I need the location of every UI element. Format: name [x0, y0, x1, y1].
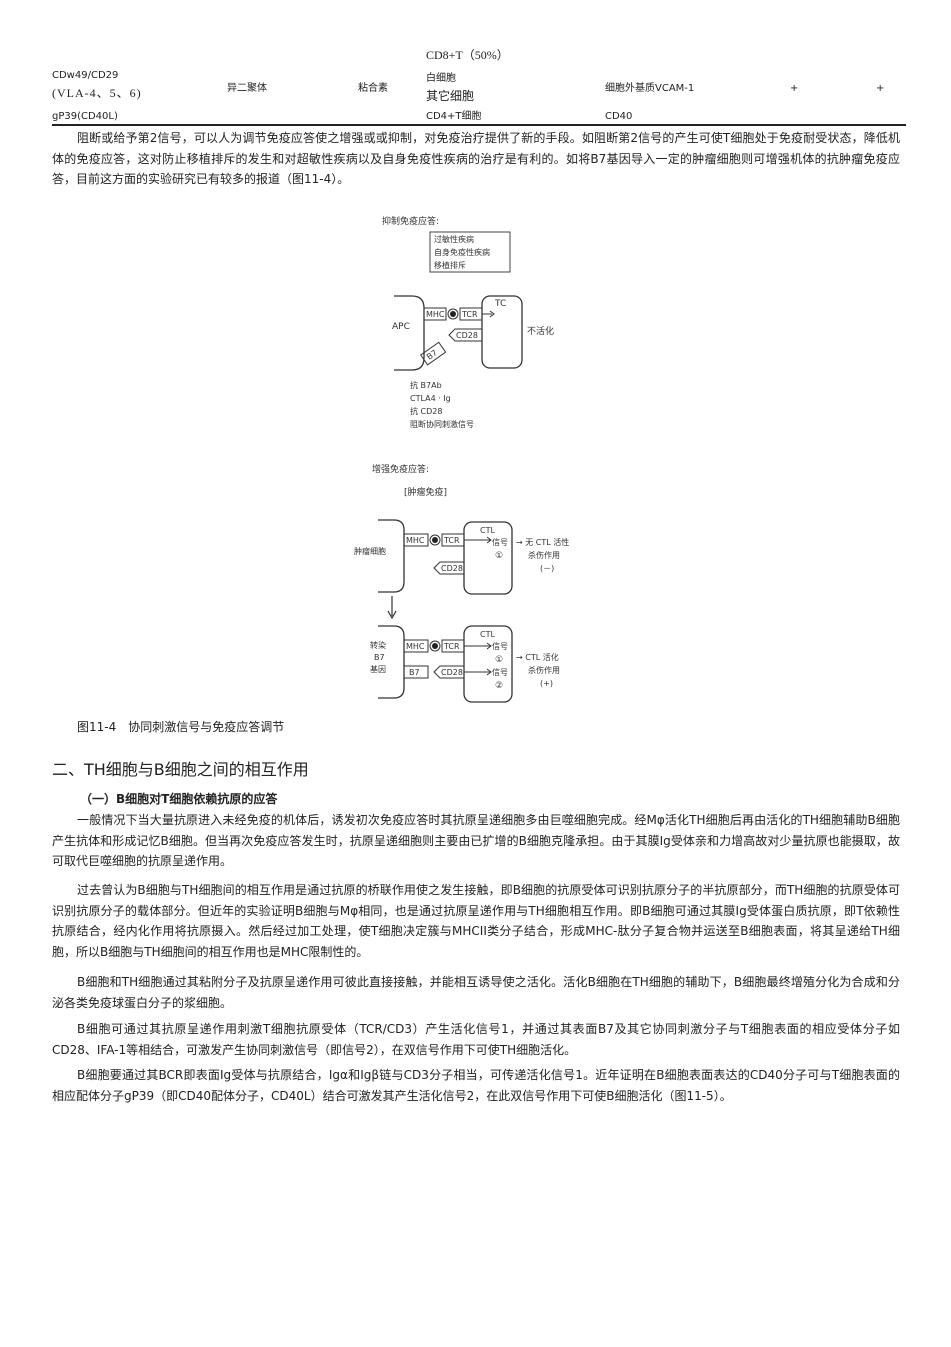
signal-label: 信号 [492, 667, 508, 677]
subsection-title: （一）B细胞对T细胞依赖抗原的应答 [80, 792, 278, 806]
table-cell-distribution-cd4: CD4+T细胞 [426, 111, 482, 122]
table-cell-molecule-gp39: gP39(CD40L) [52, 111, 118, 122]
no-ctl-label: → 无 CTL 活性 [516, 537, 569, 547]
cd28-receptor [433, 561, 465, 575]
tcr-label: TCR [461, 310, 478, 319]
ctl-cell-outline [463, 625, 513, 703]
no-ctl-label: 杀伤作用 [528, 550, 560, 560]
mhc-box [423, 307, 447, 321]
ctl-label: CTL [480, 630, 495, 639]
no-ctl-label: (－) [540, 564, 554, 573]
section-title: 二、TH细胞与B细胞之间的相互作用 [52, 760, 309, 779]
table-cell-family: 粘合素 [358, 83, 388, 94]
peptide-dot [432, 537, 438, 543]
tcr-label: TCR [443, 642, 460, 651]
disease-list-item: 自身免疫性疾病 [434, 247, 490, 257]
transfection-arrowhead [387, 610, 397, 620]
tumor-cell-outline [378, 519, 405, 593]
signal-arrowhead [486, 668, 492, 676]
apc-cell-outline [394, 295, 425, 371]
block-item: 抗 CD28 [410, 406, 442, 416]
cd28-label: CD28 [441, 564, 463, 573]
disease-list-item: 过敏性疾病 [434, 234, 474, 244]
paragraph: B细胞可通过其抗原呈递作用刺激T细胞抗原受体（TCR/CD3）产生活化信号1，并… [52, 1022, 900, 1057]
table-cell-distribution-b: 其它细胞 [426, 89, 475, 103]
tc-label: TC [494, 299, 506, 309]
paragraph: B细胞和TH细胞通过其粘附分子及抗原呈递作用可彼此直接接触，并能相互诱导使之活化… [52, 975, 900, 1010]
mhc-label: MHC [426, 310, 445, 319]
ctl-label: CTL [480, 526, 495, 535]
mhc-box [403, 533, 429, 547]
apc-label: APC [392, 322, 410, 332]
signal-number-2: ② [495, 681, 503, 691]
paragraph: B细胞要通过其BCR即表面Ig受体与抗原结合，Igα和Igβ链与CD3分子相当，… [52, 1068, 900, 1103]
mhc-box [403, 639, 429, 653]
signal-arrowhead [489, 310, 495, 318]
paragraph: 过去曾认为B细胞与TH细胞间的相互作用是通过抗原的桥联作用使之发生接触，即B细胞… [52, 883, 900, 959]
signal-label: 信号 [492, 537, 508, 547]
table-cell-molecule: CDw49/CD29 [52, 70, 119, 81]
cd28-receptor [448, 328, 483, 342]
signal-number-1: ① [495, 551, 503, 561]
figure-caption: 图11-4 协同刺激信号与免疫应答调节 [77, 720, 285, 734]
ctl-active-label: → CTL 活化 [516, 652, 559, 662]
peptide-ring [429, 640, 441, 652]
b7-label: B7 [409, 668, 420, 677]
ctl-active-label: (+) [540, 679, 553, 688]
paragraph: 一般情况下当大量抗原进入未经免疫的机体后，诱发初次免疫应答时其抗原呈递细胞多由巨… [52, 813, 900, 868]
diagram-title-enhance: 增强免疫应答: [372, 463, 429, 475]
peptide-ring [429, 534, 441, 546]
table-cell-distribution-cd8: CD8+T（50%） [426, 48, 509, 62]
signal-arrowhead [486, 642, 492, 650]
diagram-title-suppress: 抑制免疫应答: [382, 215, 439, 227]
table-cell-molecule-sub: (VLA-4、5、6) [52, 86, 142, 100]
tumor-cell-label: 肿瘤细胞 [354, 546, 386, 556]
transfected-label: B7 [374, 653, 385, 662]
inactive-label: 不活化 [527, 325, 554, 337]
transfected-label: 转染 [370, 640, 386, 650]
table-cell-structure: 异二聚体 [227, 83, 267, 94]
mhc-label: MHC [406, 642, 425, 651]
tcr-label: TCR [443, 536, 460, 545]
figure-costimulation-diagram: 抑制免疫应答: 过敏性疾病 自身免疫性疾病 移植排斥 APC MHC TCR T… [342, 208, 607, 708]
paragraph-costimulation: 阻断或给予第2信号，可以人为调节免疫应答使之增强或或抑制，对免疫治疗提供了新的手… [52, 131, 900, 186]
signal-label: 信号 [492, 641, 508, 651]
block-item: 抗 B7Ab [410, 380, 442, 390]
table-cell-ligand: 细胞外基质VCAM-1 [605, 83, 695, 94]
peptide-dot [432, 643, 438, 649]
ctl-cell-outline [463, 521, 513, 595]
cd28-label: CD28 [441, 668, 463, 677]
table-cell-ligand-cd40: CD40 [605, 111, 633, 122]
diagram-svg: 抑制免疫应答: 过敏性疾病 自身免疫性疾病 移植排斥 APC MHC TCR T… [354, 215, 569, 703]
signal-arrowhead [486, 536, 492, 544]
peptide-ring [447, 308, 459, 320]
peptide-dot [450, 311, 456, 317]
disease-list-item: 移植排斥 [434, 260, 466, 270]
table-cell-plus-2: + [876, 83, 885, 94]
cd28-label: CD28 [456, 331, 478, 340]
block-item: 阻断协同刺激信号 [410, 419, 474, 429]
transfected-cell-outline [378, 625, 405, 699]
disease-list-box [429, 231, 511, 273]
mhc-label: MHC [406, 536, 425, 545]
b7-box [403, 665, 429, 679]
table-bottom-rule [52, 124, 906, 126]
table-cell-plus-1: + [790, 83, 799, 94]
table-cell-distribution-a: 白细胞 [426, 73, 456, 84]
signal-number-1: ① [495, 655, 503, 665]
transfected-label: 基因 [370, 664, 386, 674]
block-item: CTLA4 · Ig [410, 394, 451, 403]
ctl-active-label: 杀伤作用 [528, 665, 560, 675]
diagram-subtitle-tumor: [肿瘤免疫] [404, 486, 447, 498]
